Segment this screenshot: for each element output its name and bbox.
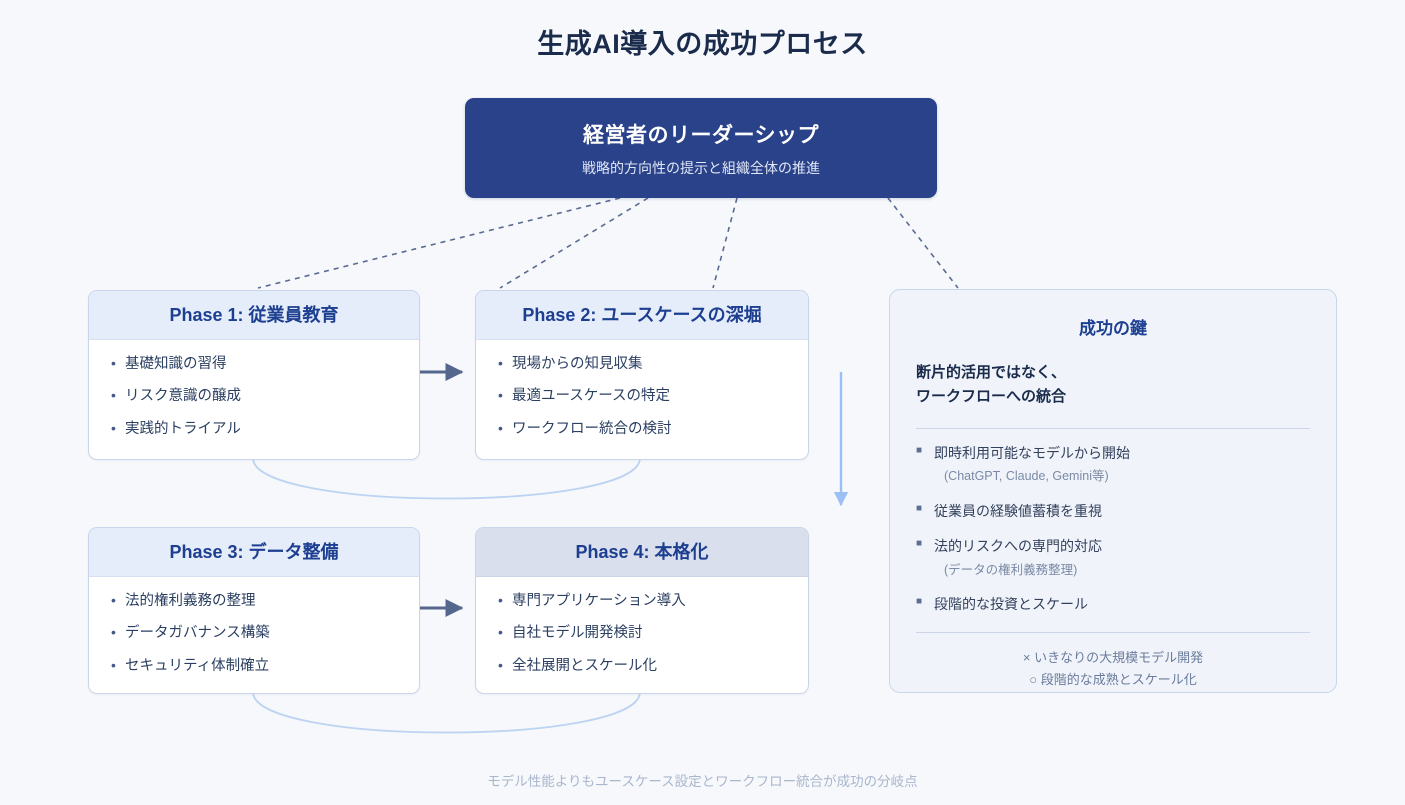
phase-card-2-heading: Phase 2: ユースケースの深堀 [476, 291, 808, 340]
divider [916, 631, 1310, 633]
success-lead-line-1: 断片的活用ではなく、 [916, 364, 1067, 381]
success-panel[interactable]: 成功の鍵 断片的活用ではなく、 ワークフローへの統合 即時利用可能なモデルから開… [889, 289, 1337, 693]
success-item-text: 段階的な投資とスケール [934, 596, 1088, 613]
phase-card-4-body: 専門アプリケーション導入 自社モデル開発検討 全社展開とスケール化 [476, 577, 808, 689]
dashed-connector-center [712, 197, 738, 289]
phase-card-1-heading: Phase 1: 従業員教育 [89, 291, 419, 340]
phase-card-4-heading: Phase 4: 本格化 [476, 528, 808, 577]
success-panel-lead: 断片的活用ではなく、 ワークフローへの統合 [916, 361, 1310, 410]
phase-card-3-body: 法的権利義務の整理 データガバナンス構築 セキュリティ体制確立 [89, 577, 419, 689]
list-item: 法的リスクへの専門的対応 (データの権利義務整理) [916, 538, 1310, 578]
phase-card-3-heading: Phase 3: データ整備 [89, 528, 419, 577]
phase-card-1[interactable]: Phase 1: 従業員教育 基礎知識の習得 リスク意識の醸成 実践的トライアル [88, 290, 420, 460]
list-item: 全社展開とスケール化 [498, 657, 808, 675]
list-item: 段階的な投資とスケール [916, 596, 1310, 614]
footer-caption: モデル性能よりもユースケース設定とワークフロー統合が成功の分岐点 [487, 774, 918, 789]
success-panel-footer: × いきなりの大規模モデル開発 ○ 段階的な成熟とスケール化 [916, 647, 1310, 691]
success-panel-title: 成功の鍵 [1079, 319, 1147, 338]
list-item: ワークフロー統合の検討 [498, 420, 808, 438]
success-item-note: (データの権利義務整理) [944, 562, 1078, 577]
phase-card-2-body: 現場からの知見収集 最適ユースケースの特定 ワークフロー統合の検討 [476, 340, 808, 452]
success-item-note: (ChatGPT, Claude, Gemini等) [944, 469, 1109, 484]
list-item: 最適ユースケースの特定 [498, 387, 808, 405]
success-item-text: 法的リスクへの専門的対応 [934, 538, 1102, 555]
antipattern-text: × いきなりの大規模モデル開発 [1022, 649, 1204, 665]
recommended-text: ○ 段階的な成熟とスケール化 [1029, 671, 1197, 687]
loop-arc-row2 [252, 691, 641, 734]
success-item-text: 従業員の経験値蓄積を重視 [934, 502, 1102, 519]
list-item: 従業員の経験値蓄積を重視 [916, 503, 1310, 521]
leadership-banner[interactable]: 経営者のリーダーシップ 戦略的方向性の提示と組織全体の推進 [465, 98, 937, 198]
list-item: 実践的トライアル [111, 420, 419, 438]
leadership-subtitle: 戦略的方向性の提示と組織全体の推進 [582, 159, 820, 176]
list-item: リスク意識の醸成 [111, 387, 419, 405]
loop-arc-row1 [252, 457, 641, 500]
list-item: セキュリティ体制確立 [111, 657, 419, 675]
list-item: 現場からの知見収集 [498, 355, 808, 373]
phase-card-4[interactable]: Phase 4: 本格化 専門アプリケーション導入 自社モデル開発検討 全社展開… [475, 527, 809, 694]
success-item-text: 即時利用可能なモデルから開始 [934, 444, 1130, 461]
leadership-title: 経営者のリーダーシップ [582, 123, 820, 147]
phase-card-3[interactable]: Phase 3: データ整備 法的権利義務の整理 データガバナンス構築 セキュリ… [88, 527, 420, 694]
dashed-connector-phase1 [257, 197, 621, 289]
phase-card-1-body: 基礎知識の習得 リスク意識の醸成 実践的トライアル [89, 340, 419, 452]
list-item: 法的権利義務の整理 [111, 592, 419, 610]
list-item: 専門アプリケーション導入 [498, 592, 808, 610]
dashed-connector-phase2 [499, 197, 649, 289]
divider [916, 427, 1310, 429]
success-lead-line-2: ワークフローへの統合 [916, 388, 1067, 406]
phase-card-2[interactable]: Phase 2: ユースケースの深堀 現場からの知見収集 最適ユースケースの特定… [475, 290, 809, 460]
dashed-connector-success [887, 197, 959, 289]
success-key-list: 即時利用可能なモデルから開始 (ChatGPT, Claude, Gemini等… [916, 445, 1310, 614]
list-item: 自社モデル開発検討 [498, 624, 808, 642]
list-item: 基礎知識の習得 [111, 355, 419, 373]
list-item: 即時利用可能なモデルから開始 (ChatGPT, Claude, Gemini等… [916, 445, 1310, 485]
list-item: データガバナンス構築 [111, 624, 419, 642]
page-title: 生成AI導入の成功プロセス [537, 29, 868, 59]
